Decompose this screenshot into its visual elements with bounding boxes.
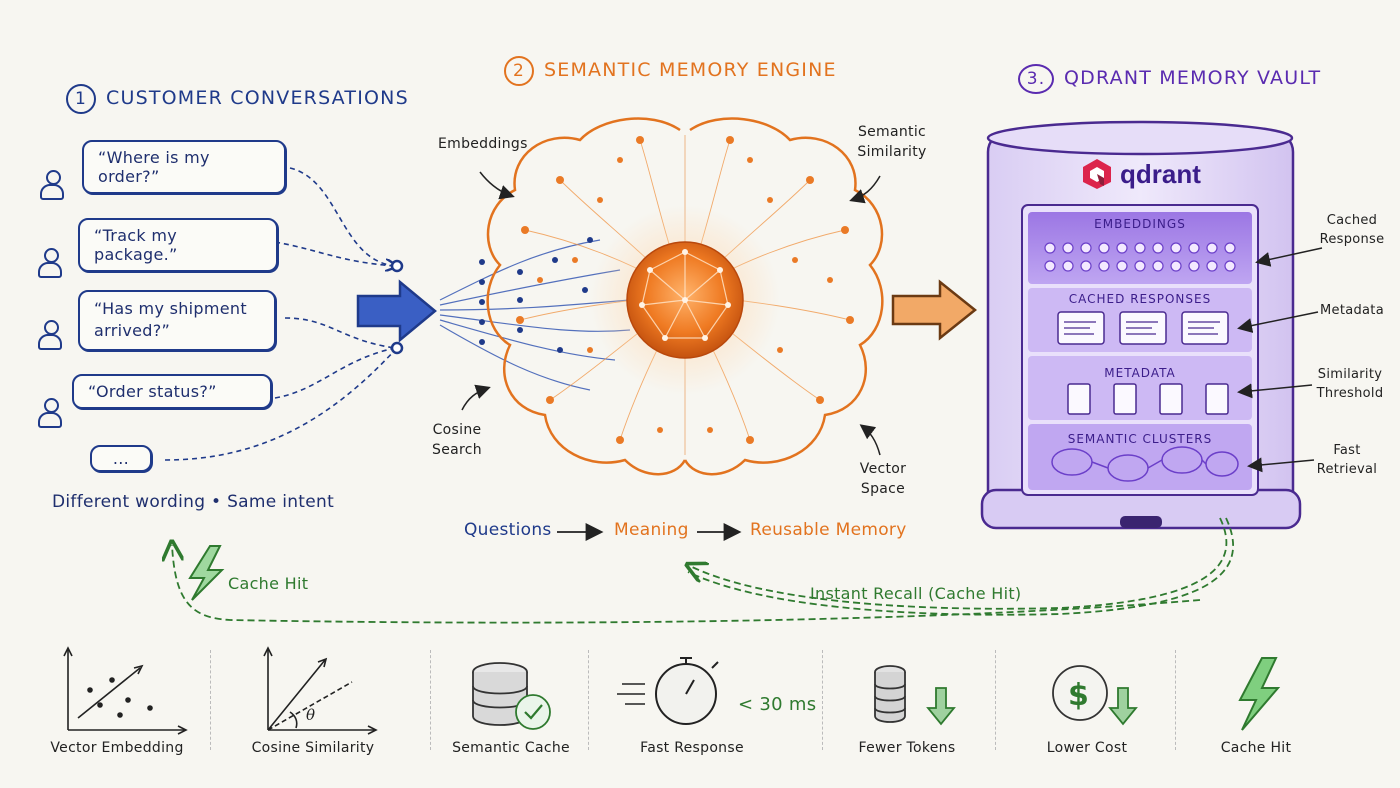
section-1-title: 1 CUSTOMER CONVERSATIONS xyxy=(66,84,409,114)
bottom-label-semantic-cache: Semantic Cache xyxy=(452,740,570,756)
label-vector-space: Vector Space xyxy=(859,461,907,498)
cache-hit-return xyxy=(172,517,1234,624)
section-3-title: 3. QDRANT MEMORY VAULT xyxy=(1018,64,1321,94)
divider xyxy=(210,650,211,750)
vault-label-metadata: Metadata xyxy=(1320,303,1384,318)
lightning-icon xyxy=(1238,657,1281,731)
bottom-label-cosine-similarity: Cosine Similarity xyxy=(251,740,375,756)
section-3-number: 3. xyxy=(1018,64,1054,94)
section-2-title: 2 SEMANTIC MEMORY ENGINE xyxy=(504,56,837,86)
vault-label-similarity-threshold: Similarity Threshold xyxy=(1316,367,1384,401)
output-arrow xyxy=(891,279,978,341)
chat-bubble-text: “Where is my order?” xyxy=(98,148,210,186)
label-semantic-similarity: Semantic Similarity xyxy=(857,124,927,161)
chat-bubble-text: “Track my package.” xyxy=(94,226,178,264)
qdrant-logo: qdrant xyxy=(1082,158,1201,190)
divider xyxy=(430,650,431,750)
response-time-value: < 30 ms xyxy=(738,694,817,715)
chat-bubble-text: “Order status?” xyxy=(88,382,217,401)
chat-bubble: “Has my shipment arrived?” xyxy=(78,290,276,351)
svg-text:θ: θ xyxy=(306,706,315,724)
vault-label-cached-response: Cached Response xyxy=(1319,213,1385,247)
input-arrow xyxy=(356,279,437,343)
label-embeddings: Embeddings xyxy=(438,136,528,152)
shelf-title-embeddings: EMBEDDINGS xyxy=(1094,217,1186,231)
chat-bubble-more: ... xyxy=(90,445,152,472)
divider xyxy=(822,650,823,750)
svg-text:$: $ xyxy=(1068,678,1089,713)
cache-hit-bolt-icon xyxy=(188,545,225,601)
label-cosine-search: Cosine Search xyxy=(432,422,482,459)
bottom-label-fast-response: Fast Response xyxy=(640,740,744,756)
shelf-title-metadata: METADATA xyxy=(1104,366,1176,380)
chat-bubble: “Where is my order?” xyxy=(82,140,286,194)
vault-body xyxy=(980,120,1302,530)
divider xyxy=(995,650,996,750)
flow-questions: Questions xyxy=(464,520,552,540)
qdrant-logo-icon xyxy=(1083,159,1111,189)
chat-bubble: “Track my package.” xyxy=(78,218,278,272)
customer-icon xyxy=(38,398,62,428)
instant-recall-label: Instant Recall (Cache Hit) xyxy=(810,584,1022,603)
shelf-title-cached-responses: CACHED RESPONSES xyxy=(1068,292,1212,306)
section-3-title-text: QDRANT MEMORY VAULT xyxy=(1064,67,1322,89)
chat-bubble: “Order status?” xyxy=(72,374,272,409)
semantic-cache-icon xyxy=(472,662,551,730)
cache-hit-label: Cache Hit xyxy=(228,574,309,593)
section-1-caption: Different wording • Same intent xyxy=(52,492,335,512)
bottom-label-cache-hit: Cache Hit xyxy=(1220,740,1292,756)
vault-label-fast-retrieval: Fast Retrieval xyxy=(1316,443,1378,477)
shelf-title-semantic-clusters: SEMANTIC CLUSTERS xyxy=(1067,432,1213,446)
chat-bubble-text: “Has my shipment arrived?” xyxy=(94,299,247,341)
bubble-connectors xyxy=(164,167,395,461)
vector-embedding-icon xyxy=(63,646,188,735)
divider xyxy=(588,650,589,750)
stopwatch-icon xyxy=(617,657,719,725)
bottom-label-lower-cost: Lower Cost xyxy=(1046,740,1128,756)
section-2-number: 2 xyxy=(504,56,534,86)
customer-icon xyxy=(38,320,62,350)
lower-cost-icon xyxy=(1052,665,1138,726)
flow-meaning: Meaning xyxy=(614,520,689,540)
customer-icon xyxy=(40,170,64,200)
section-1-title-text: CUSTOMER CONVERSATIONS xyxy=(106,87,409,109)
flow-reusable-memory: Reusable Memory xyxy=(750,520,907,540)
bottom-label-vector-embedding: Vector Embedding xyxy=(50,740,184,756)
cosine-similarity-icon xyxy=(263,646,378,735)
customer-icon xyxy=(38,248,62,278)
section-1-number: 1 xyxy=(66,84,96,114)
fewer-tokens-icon xyxy=(874,665,956,726)
chat-bubble-text: ... xyxy=(112,449,130,468)
section-2-title-text: SEMANTIC MEMORY ENGINE xyxy=(544,59,837,81)
qdrant-logo-text: qdrant xyxy=(1120,158,1201,189)
bottom-label-fewer-tokens: Fewer Tokens xyxy=(858,740,956,756)
divider xyxy=(1175,650,1176,750)
